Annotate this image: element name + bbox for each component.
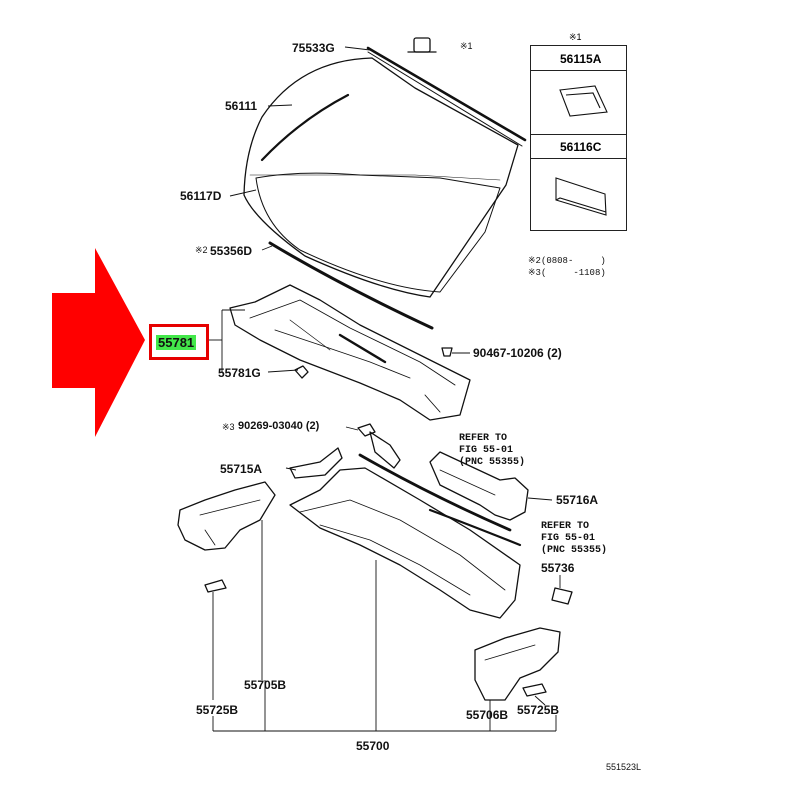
label-90467: 90467-10206 (2) bbox=[473, 346, 562, 360]
molding-strip bbox=[366, 46, 527, 142]
inset-part-top: 56115A bbox=[560, 52, 602, 66]
mark-3: ※3 bbox=[222, 422, 235, 432]
inset-box bbox=[530, 45, 627, 231]
figure-code: 551523L bbox=[606, 762, 642, 772]
label-55706B: 55706B bbox=[466, 708, 509, 722]
red-arrow-icon bbox=[52, 248, 145, 437]
label-55736: 55736 bbox=[541, 561, 575, 575]
label-90269: 90269-03040 (2) bbox=[238, 420, 320, 432]
inset-part-bottom: 56116C bbox=[560, 140, 602, 154]
cowl-top-panel bbox=[229, 284, 471, 421]
mark-2: ※2 bbox=[195, 245, 208, 255]
cowl-main-panel bbox=[289, 467, 521, 619]
weatherstrip bbox=[268, 241, 434, 330]
date-note-1: ※2(0808- ) bbox=[528, 256, 606, 266]
label-56117D: 56117D bbox=[180, 189, 222, 203]
label-55725B-right: 55725B bbox=[517, 703, 560, 717]
label-55715A: 55715A bbox=[220, 462, 263, 476]
inset-divider-mid bbox=[530, 134, 627, 159]
inset-divider-top bbox=[530, 45, 627, 71]
label-55725B-left: 55725B bbox=[196, 703, 239, 717]
label-55781G: 55781G bbox=[218, 366, 261, 380]
label-55356D: 55356D bbox=[210, 244, 253, 258]
label-75533G: 75533G bbox=[292, 41, 335, 55]
highlighted-part-number: 55781 bbox=[156, 335, 197, 350]
highlighted-part-box[interactable]: 55781 bbox=[149, 324, 209, 360]
windshield-glass bbox=[243, 57, 519, 298]
refer-note-upper[interactable]: REFER TO FIG 55-01 (PNC 55355) bbox=[459, 433, 526, 468]
label-56111: 56111 bbox=[225, 99, 258, 113]
label-55705B: 55705B bbox=[244, 678, 287, 692]
inset-mark: ※1 bbox=[569, 32, 582, 42]
refer-note-lower[interactable]: REFER TO FIG 55-01 (PNC 55355) bbox=[541, 521, 608, 556]
label-55700: 55700 bbox=[356, 739, 390, 753]
mark-1: ※1 bbox=[460, 41, 473, 51]
label-55716A: 55716A bbox=[556, 493, 599, 507]
date-note-2: ※3( -1108) bbox=[528, 268, 606, 278]
